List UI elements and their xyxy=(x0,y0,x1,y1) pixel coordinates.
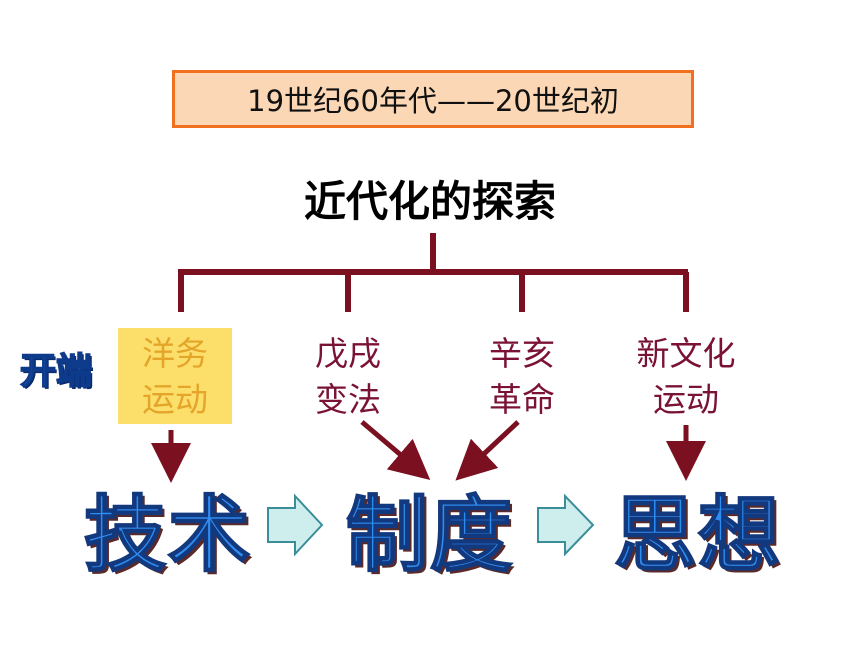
stage-thought: 思想 xyxy=(613,487,783,584)
stage-arrow-2 xyxy=(537,493,595,557)
movement-wuxu-line1: 戊戌 xyxy=(315,334,381,373)
movement-xinhai-line1: 辛亥 xyxy=(489,334,555,373)
movement-xinhai-line2: 革命 xyxy=(489,380,555,419)
period-text: 19世纪60年代——20世纪初 xyxy=(247,84,619,118)
arrow-wuxu-to-system xyxy=(360,420,431,480)
yangwu-highlight xyxy=(118,328,232,424)
stage-technology: 技术 xyxy=(83,487,253,584)
arrow-xinhai-to-system xyxy=(455,420,520,481)
movement-yangwu-line2: 运动 xyxy=(142,380,208,419)
movement-xinhai: 辛亥 革命 xyxy=(472,331,572,423)
period-banner: 19世纪60年代——20世纪初 xyxy=(172,70,694,128)
stage-arrow-1 xyxy=(267,493,324,557)
movement-xinwenhua-line2: 运动 xyxy=(653,380,719,419)
movement-wuxu-line2: 变法 xyxy=(315,380,381,419)
movement-xinwenhua-line1: 新文化 xyxy=(636,334,736,373)
movement-xinwenhua: 新文化 运动 xyxy=(616,331,756,423)
movement-wuxu: 戊戌 变法 xyxy=(298,331,398,423)
start-label: 开端 xyxy=(19,350,93,393)
movement-yangwu: 洋务 运动 xyxy=(118,331,232,423)
diagram-title: 近代化的探索 xyxy=(303,177,556,226)
movement-yangwu-line1: 洋务 xyxy=(142,334,208,373)
stage-system: 制度 xyxy=(345,487,515,584)
